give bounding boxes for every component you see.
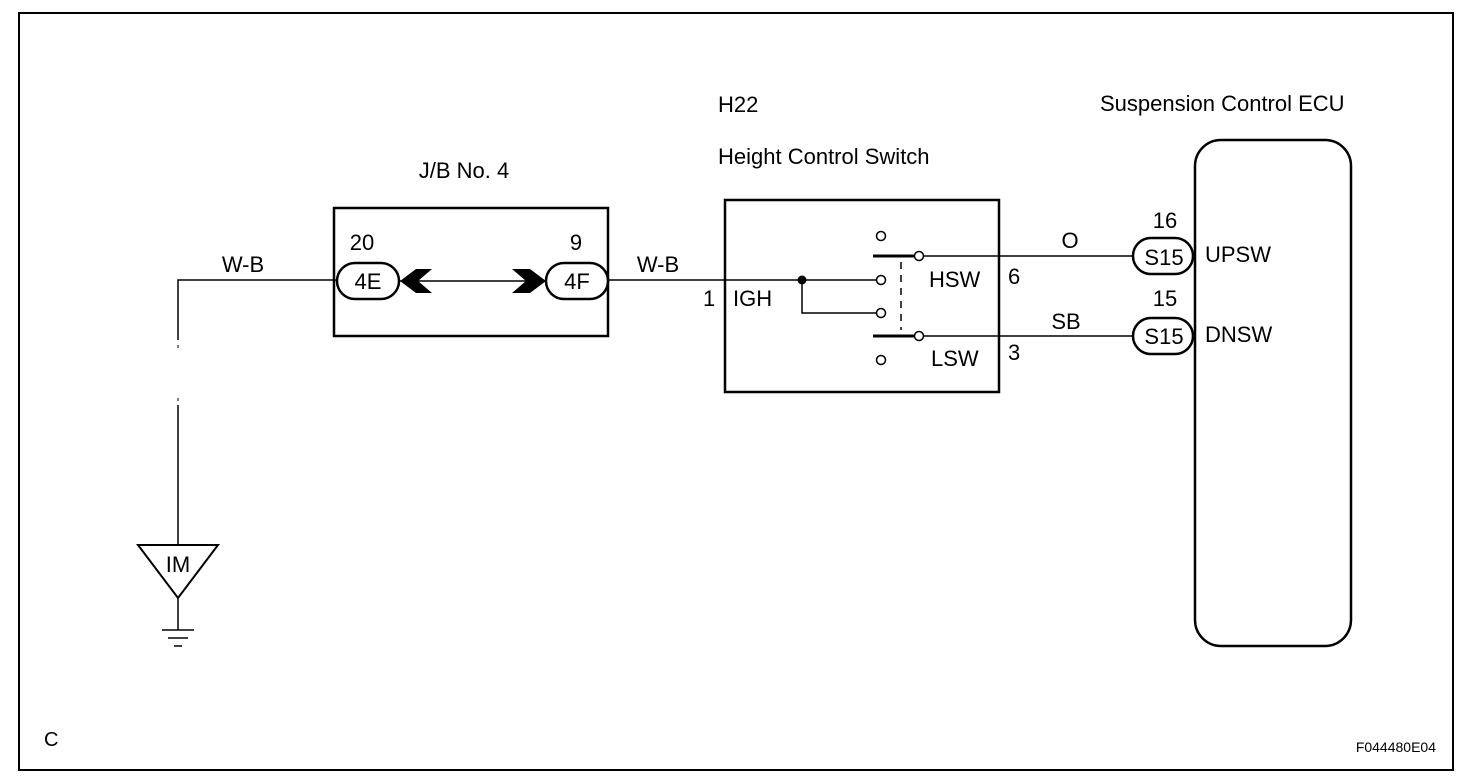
ecu-up-pin: 16 xyxy=(1153,208,1177,233)
hsw-label: HSW xyxy=(929,267,981,292)
figure-code: F044480E04 xyxy=(1356,739,1436,755)
jb-right-connector-code: 4F xyxy=(564,269,590,294)
height-control-switch: H22 Height Control Switch 1 IGH HSW 6 LS… xyxy=(703,92,1020,394)
diagram-frame xyxy=(18,12,1454,771)
switch-code: H22 xyxy=(718,92,758,117)
ecu-down-label: DNSW xyxy=(1205,322,1272,347)
ecu-box xyxy=(1193,138,1353,648)
lsw-pin: 3 xyxy=(1008,340,1020,365)
switch-title: Height Control Switch xyxy=(718,144,930,169)
ground-wire-color: W-B xyxy=(222,252,264,277)
lsw-label: LSW xyxy=(931,346,979,371)
jb-left-pin-number: 20 xyxy=(350,230,374,255)
ground-wire xyxy=(177,279,338,340)
junction-block: J/B No. 4 20 4E 9 4F xyxy=(332,158,610,338)
hsw-pivot xyxy=(913,250,925,262)
switch-contact xyxy=(875,274,887,286)
lsw-to-ecu-wire-color: SB xyxy=(1051,309,1080,334)
jb-right-connector xyxy=(544,261,610,301)
switch-feed-lower xyxy=(801,280,876,314)
jb-right-pin-number: 9 xyxy=(570,230,582,255)
ecu-down-connector-code: S15 xyxy=(1144,324,1183,349)
ecu-down-connector xyxy=(1131,316,1195,356)
ground-point-label: IM xyxy=(166,552,190,577)
jb-left-connector-code: 4E xyxy=(355,269,382,294)
jb-to-switch-wire-color: W-B xyxy=(637,252,679,277)
junction-block-box xyxy=(332,206,610,338)
ecu-up-connector-code: S15 xyxy=(1144,245,1183,270)
ecu-up-connector xyxy=(1131,236,1195,276)
hsw-pin: 6 xyxy=(1008,264,1020,289)
ecu-up-label: UPSW xyxy=(1205,242,1271,267)
junction-block-title: J/B No. 4 xyxy=(419,158,509,183)
hsw-to-ecu-wire-color: O xyxy=(1061,228,1078,253)
ecu-title: Suspension Control ECU xyxy=(1100,91,1345,116)
ecu-down-pin: 15 xyxy=(1153,286,1177,311)
corner-label: C xyxy=(44,729,58,751)
suspension-control-ecu: Suspension Control ECU 16 S15 UPSW 15 S1… xyxy=(1100,91,1353,648)
switch-igh-pin: 1 xyxy=(703,286,715,311)
jb-right-chevron xyxy=(512,269,546,293)
switch-contact xyxy=(875,354,887,366)
ground-circuit: IM W-B xyxy=(135,252,338,647)
switch-contact xyxy=(875,307,887,319)
switch-contact xyxy=(875,230,887,242)
switch-box xyxy=(723,198,1001,394)
switch-igh-label: IGH xyxy=(733,286,772,311)
jb-left-chevron xyxy=(400,269,432,293)
ground-point-triangle xyxy=(135,544,221,600)
lsw-pivot xyxy=(913,330,925,342)
